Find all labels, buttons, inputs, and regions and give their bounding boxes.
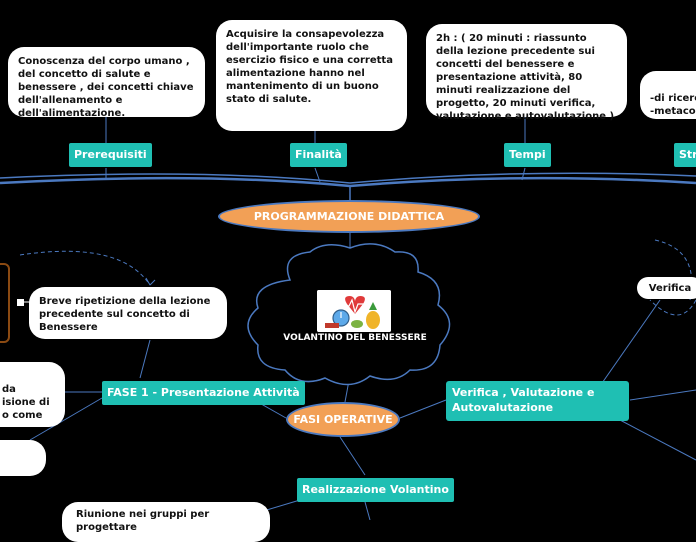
volantino-image [317, 290, 391, 332]
strumenti-text: -di ricerca -metacog [650, 93, 696, 117]
tempi-label[interactable]: Tempi [504, 143, 551, 167]
prerequisiti-card: Conoscenza del corpo umano , del concett… [8, 47, 205, 119]
left-partial-card-2 [0, 440, 46, 476]
finalita-text: Acquisire la consapevolezza dell'importa… [226, 29, 393, 105]
finalita-card: Acquisire la consapevolezza dell'importa… [216, 20, 407, 131]
tempi-text: 2h : ( 20 minuti : riassunto della lezio… [436, 33, 615, 122]
tempi-card: 2h : ( 20 minuti : riassunto della lezio… [426, 24, 627, 122]
volantino-title: VOLANTINO DEL BENESSERE [283, 333, 427, 343]
prerequisiti-text: Conoscenza del corpo umano , del concett… [18, 56, 194, 119]
strumenti-label[interactable]: Stru [674, 143, 696, 167]
fasi-operative-node[interactable]: FASI OPERATIVE [286, 402, 400, 437]
strumenti-card: -di ricerca -metacog [640, 71, 696, 119]
fase1-detail-card: Breve ripetizione della lezione preceden… [29, 287, 227, 339]
verifica-valutazione-label[interactable]: Verifica , Valutazione e Autovalutazione [446, 381, 629, 421]
fase1-detail-text: Breve ripetizione della lezione preceden… [39, 296, 211, 333]
realizzazione-detail-card: Riunione nei gruppi per progettare [62, 502, 270, 542]
left-partial-text: da isione di o come [2, 384, 50, 421]
finalita-label[interactable]: Finalità [290, 143, 347, 167]
realizzazione-label[interactable]: Realizzazione Volantino [297, 478, 454, 502]
verifica-node[interactable]: Verifica [637, 277, 696, 299]
programmazione-didattica-node[interactable]: PROGRAMMAZIONE DIDATTICA [218, 200, 480, 233]
prerequisiti-label[interactable]: Prerequisiti [69, 143, 152, 167]
fase1-label[interactable]: FASE 1 - Presentazione Attività [102, 381, 305, 405]
realizzazione-detail-text: Riunione nei gruppi per progettare [76, 509, 210, 533]
left-partial-card: da isione di o come [0, 362, 65, 427]
left-dark-box [0, 263, 10, 343]
